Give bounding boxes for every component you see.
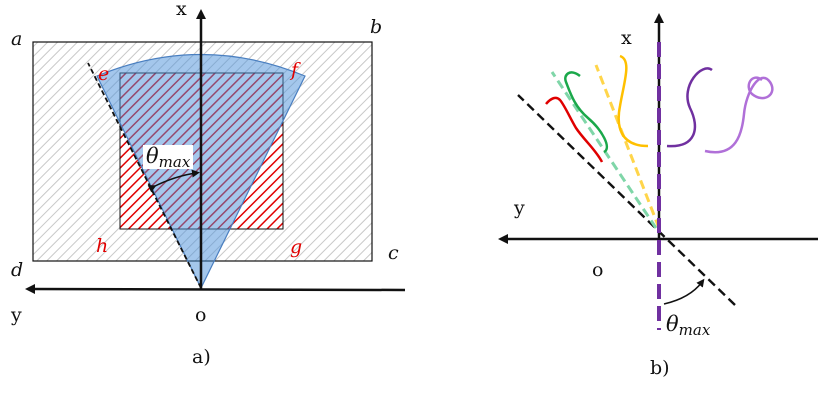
theta-max-boundary-line bbox=[87, 62, 202, 289]
panel-a-caption: a) bbox=[192, 346, 211, 368]
x-axis-label-b: x bbox=[621, 27, 632, 49]
dashed-line-yellow bbox=[594, 64, 661, 229]
trajectory-red bbox=[545, 96, 604, 163]
theta-max-label-b: θmax bbox=[666, 312, 711, 339]
trajectory-light-purple bbox=[704, 76, 774, 154]
inner-label-g: g bbox=[290, 236, 302, 258]
x-axis-label: x bbox=[176, 0, 187, 20]
panel-b-caption: b) bbox=[650, 357, 670, 379]
inner-label-h: h bbox=[96, 235, 108, 257]
inner-label-e: e bbox=[98, 63, 109, 85]
dashed-boundary-black bbox=[517, 94, 736, 306]
panel-a: θmax x y o a b c d e f g h a) bbox=[10, 0, 406, 368]
origin-label-b: o bbox=[592, 259, 603, 281]
theta-max-angle-arc bbox=[147, 169, 200, 193]
origin-label: o bbox=[195, 304, 206, 326]
corner-label-b: b bbox=[370, 16, 382, 38]
inner-label-f: f bbox=[289, 59, 301, 81]
dashed-line-light-green bbox=[550, 71, 658, 229]
trajectory-green bbox=[564, 71, 609, 154]
theta-label-background bbox=[143, 145, 193, 169]
corner-label-c: c bbox=[388, 242, 399, 264]
y-axis-label: y bbox=[10, 304, 22, 326]
y-axis bbox=[25, 284, 406, 295]
corner-label-a: a bbox=[11, 28, 22, 50]
corner-label-d: d bbox=[11, 259, 23, 281]
y-axis-label-b: y bbox=[513, 197, 525, 219]
trajectory-yellow bbox=[617, 54, 649, 148]
trajectory-purple bbox=[666, 67, 713, 148]
panel-b: θmax x y o b) bbox=[498, 13, 818, 379]
theta-max-angle-arc-b bbox=[663, 278, 705, 305]
theta-max-label: θmax bbox=[146, 144, 191, 171]
